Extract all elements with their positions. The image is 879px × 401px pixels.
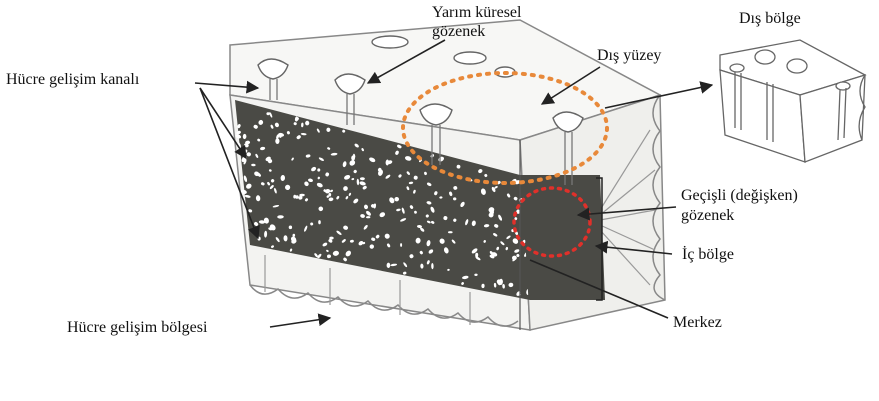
- label-transitional-pore-line1: Geçişli (değişken): [681, 186, 798, 205]
- label-outer-region: Dış bölge: [739, 9, 801, 28]
- pore-gap: [236, 214, 241, 219]
- outer-region-inset: [720, 40, 865, 162]
- label-hemispherical-pore-line1: Yarım küresel: [432, 3, 521, 22]
- label-inner-region: İç bölge: [682, 245, 734, 264]
- pore-gap: [275, 138, 279, 144]
- label-cell-growth-channel: Hücre gelişim kanalı: [6, 70, 139, 89]
- pore-gap: [236, 223, 240, 227]
- label-transitional-pore-line2: gözenek: [681, 206, 734, 225]
- label-hemispherical-pore-line2: gözenek: [432, 22, 485, 41]
- pore-gap: [448, 231, 453, 233]
- label-outer-surface: Dış yüzey: [597, 46, 661, 65]
- label-cell-growth-region: Hücre gelişim bölgesi: [67, 318, 207, 337]
- label-center: Merkez: [673, 313, 722, 332]
